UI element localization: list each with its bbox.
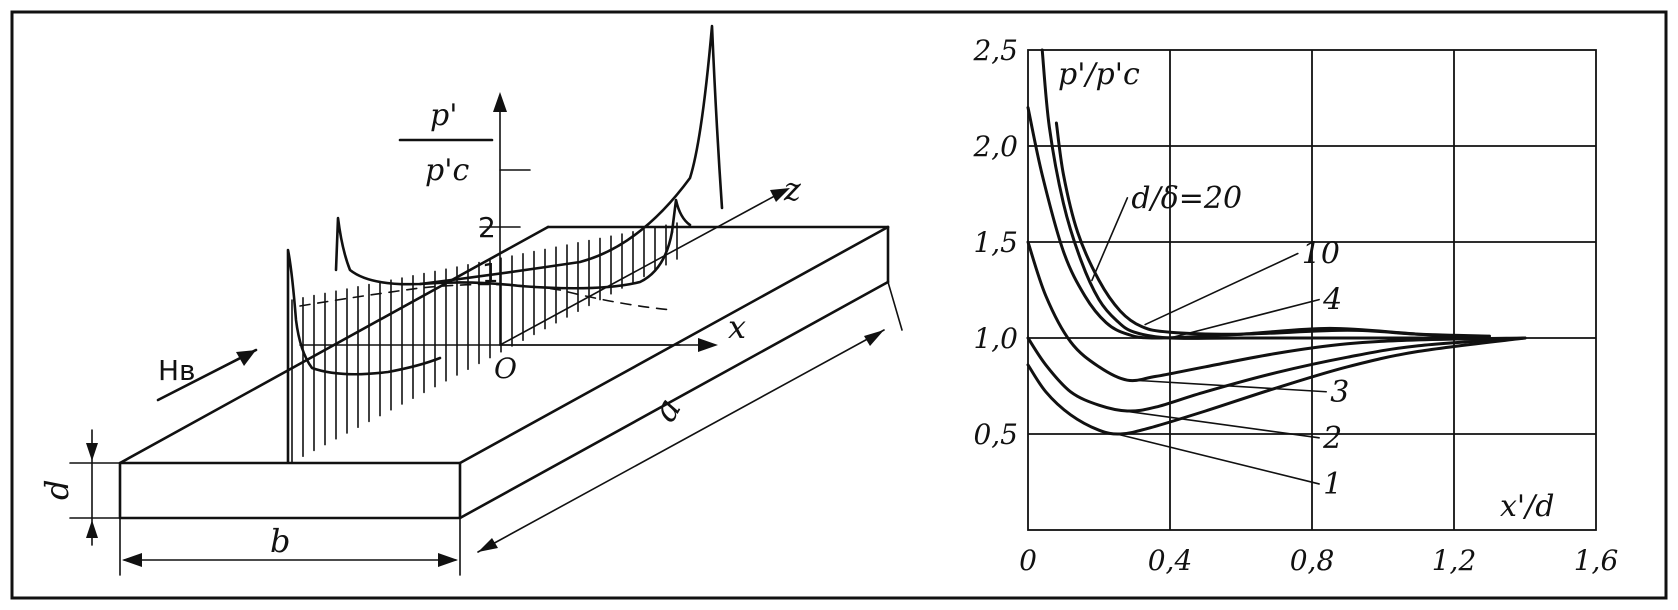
pressure-hatching xyxy=(291,222,678,463)
chart-leader-3 xyxy=(1133,379,1327,393)
chart-curve-20 xyxy=(1040,48,1491,340)
label-axis-z: z xyxy=(783,170,802,208)
dim-a-ext xyxy=(887,281,903,331)
slab-diagram: p' p'c 2 1 O x z Hв a b d xyxy=(38,24,903,576)
chart-leader-20 xyxy=(1091,197,1129,282)
chart-curve-labels: d/δ=20 10 4 3 2 1 xyxy=(1131,181,1349,502)
label-field: Hв xyxy=(158,354,196,387)
front-profile-left xyxy=(286,248,442,464)
dim-b-arrow-right xyxy=(438,553,458,567)
chart-ticks: 0 0,4 0,8 1,2 1,6 0,5 1,0 1,5 2,0 2,5 xyxy=(972,34,1618,577)
back-profile xyxy=(418,24,724,286)
middle-profile-right-spike xyxy=(670,198,692,234)
chart-curve-1 xyxy=(1026,336,1527,436)
dim-a-line xyxy=(477,329,885,553)
chart-grid xyxy=(1027,49,1597,531)
chart-curve-label-1: 1 xyxy=(1323,467,1342,502)
label-tick-2: 2 xyxy=(478,211,496,244)
chart-curve-label-2: 2 xyxy=(1322,421,1342,456)
chart-curve-label-3: 3 xyxy=(1330,375,1349,410)
chart-curves xyxy=(1026,48,1527,436)
chart-curve-label-20: d/δ=20 xyxy=(1131,181,1242,216)
label-origin: O xyxy=(494,352,517,385)
label-dim-a: a xyxy=(645,391,690,429)
chart-leader-4 xyxy=(1169,298,1320,339)
label-axis-x: x xyxy=(728,308,746,346)
dim-d-arrow-bottom xyxy=(86,520,98,538)
slab-right-bottom-edge xyxy=(458,280,890,520)
label-dim-b: b xyxy=(270,522,290,560)
chart-x-tick-label: 0 xyxy=(1019,544,1037,577)
x-axis-arrow xyxy=(698,338,718,352)
chart-y-tick-label: 2,5 xyxy=(972,34,1018,67)
label-dim-d: d xyxy=(38,480,76,500)
z-axis-arrow xyxy=(770,188,790,202)
label-tick-1: 1 xyxy=(482,259,499,289)
chart-x-tick-label: 1,2 xyxy=(1432,544,1477,577)
chart-curve-4 xyxy=(1026,106,1491,340)
chart-curve-label-10: 10 xyxy=(1302,237,1340,272)
dashed-profile xyxy=(299,283,673,311)
middle-profile xyxy=(334,216,674,290)
z-axis-line xyxy=(499,191,783,346)
chart-leader-1 xyxy=(1115,433,1320,485)
pressure-ratio-chart: 0 0,4 0,8 1,2 1,6 0,5 1,0 1,5 2,0 2,5 d/δ=20 10 4 3 2… xyxy=(972,34,1618,577)
chart-leaders xyxy=(1091,197,1327,485)
chart-x-axis-label: x'/d xyxy=(1500,489,1554,524)
chart-leader-10 xyxy=(1144,252,1299,326)
chart-x-tick-label: 0,8 xyxy=(1290,544,1335,577)
dim-d-arrow-top xyxy=(86,443,98,461)
chart-y-axis-label: p'/p'c xyxy=(1058,57,1140,92)
chart-curve-3 xyxy=(1026,240,1527,383)
label-p-numerator: p' xyxy=(430,98,457,133)
vertical-axis-arrow xyxy=(493,92,507,112)
chart-y-tick-label: 1,5 xyxy=(973,226,1018,259)
chart-curve-10 xyxy=(1054,121,1491,338)
slab-front-face xyxy=(118,461,462,520)
label-p-denominator: p'c xyxy=(425,153,469,188)
chart-x-tick-label: 0,4 xyxy=(1148,544,1193,577)
chart-y-tick-label: 1,0 xyxy=(973,322,1018,355)
chart-y-tick-label: 0,5 xyxy=(973,418,1018,451)
outer-frame xyxy=(10,10,1668,600)
chart-y-tick-label: 2,0 xyxy=(972,130,1018,163)
dim-a-arrow-near xyxy=(478,538,498,552)
chart-leader-2 xyxy=(1123,410,1320,439)
chart-curve-2 xyxy=(1026,336,1527,413)
chart-x-tick-label: 1,6 xyxy=(1574,544,1619,577)
field-arrow-head xyxy=(236,350,256,366)
dim-b-arrow-left xyxy=(122,553,142,567)
chart-curve-label-4: 4 xyxy=(1322,283,1342,318)
dim-a-arrow-far xyxy=(864,330,884,346)
